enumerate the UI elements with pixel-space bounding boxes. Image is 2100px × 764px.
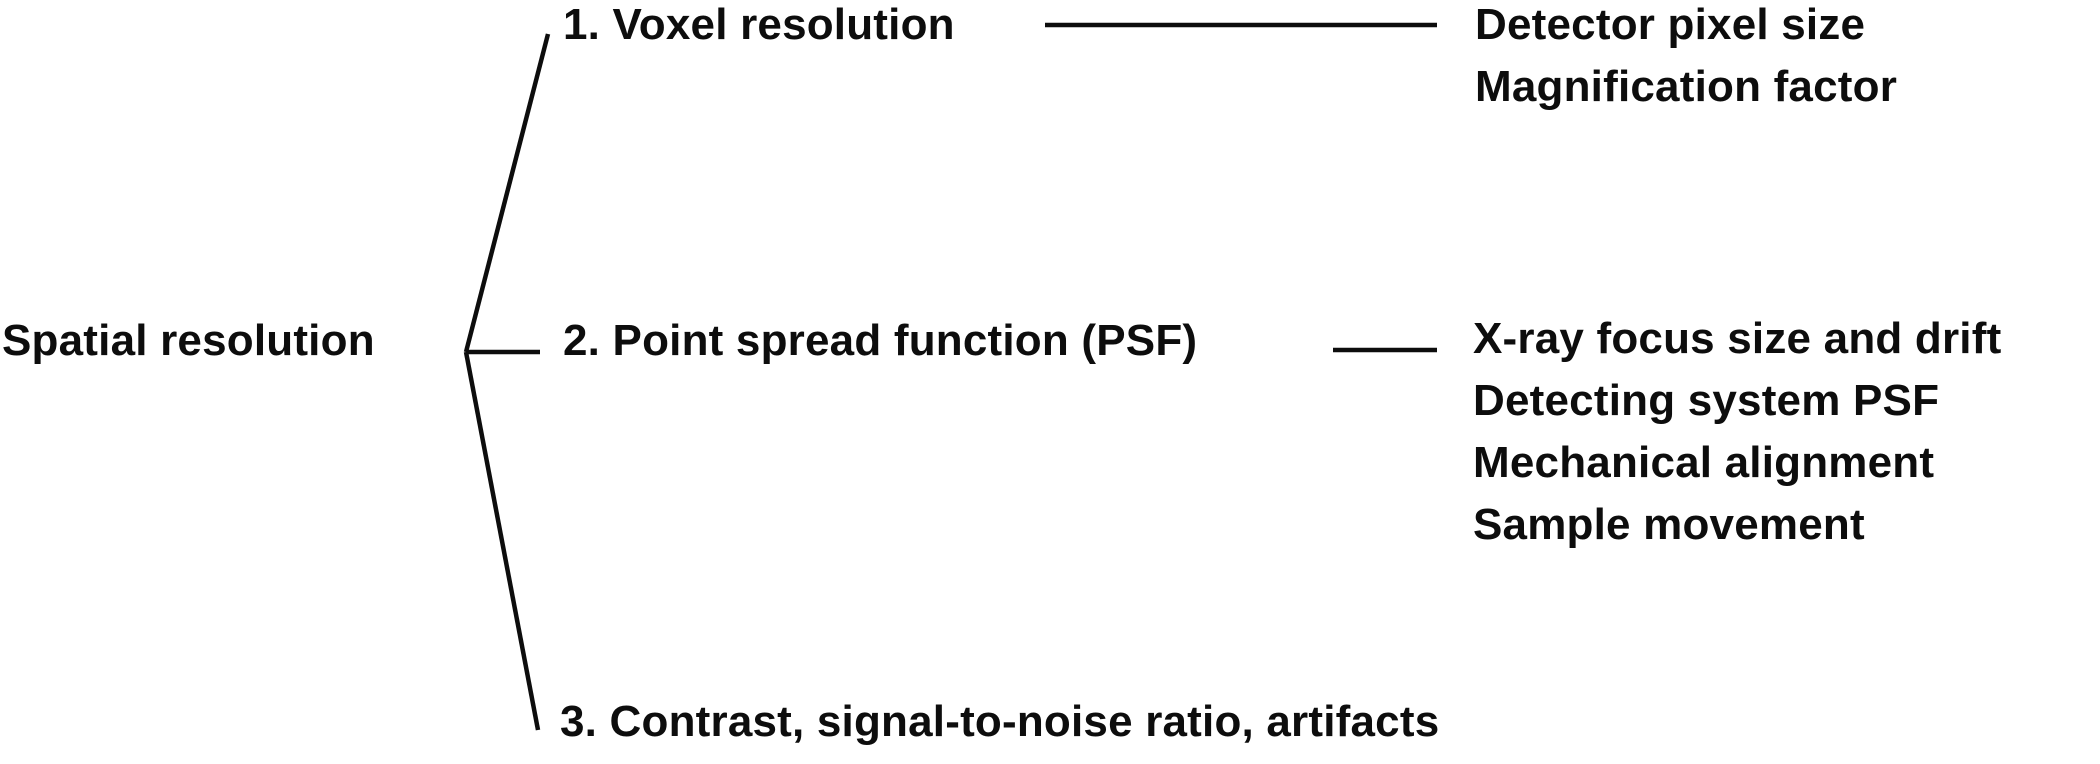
branch-2-factor: Sample movement [1473,500,1865,549]
branch-3-label: 3. Contrast, signal-to-noise ratio, arti… [560,697,1440,746]
brace-line-bottom [463,351,541,731]
branch-1-factors: Detector pixel size Magnification factor [1475,0,1897,118]
branch-2-factor: X-ray focus size and drift [1473,314,2002,363]
branch-2-label: 2. Point spread function (PSF) [563,316,1198,365]
branch-1-factor: Detector pixel size [1475,0,1866,49]
branch-2-factor: Mechanical alignment [1473,438,1935,487]
branch-2-factor: Detecting system PSF [1473,376,1940,425]
branch-1-label: 1. Voxel resolution [563,0,955,49]
branch-2-factors: X-ray focus size and drift Detecting sys… [1473,308,2001,556]
root-label: Spatial resolution [2,316,375,365]
branch-1-factor: Magnification factor [1475,62,1898,111]
brace-line-top [463,33,551,353]
